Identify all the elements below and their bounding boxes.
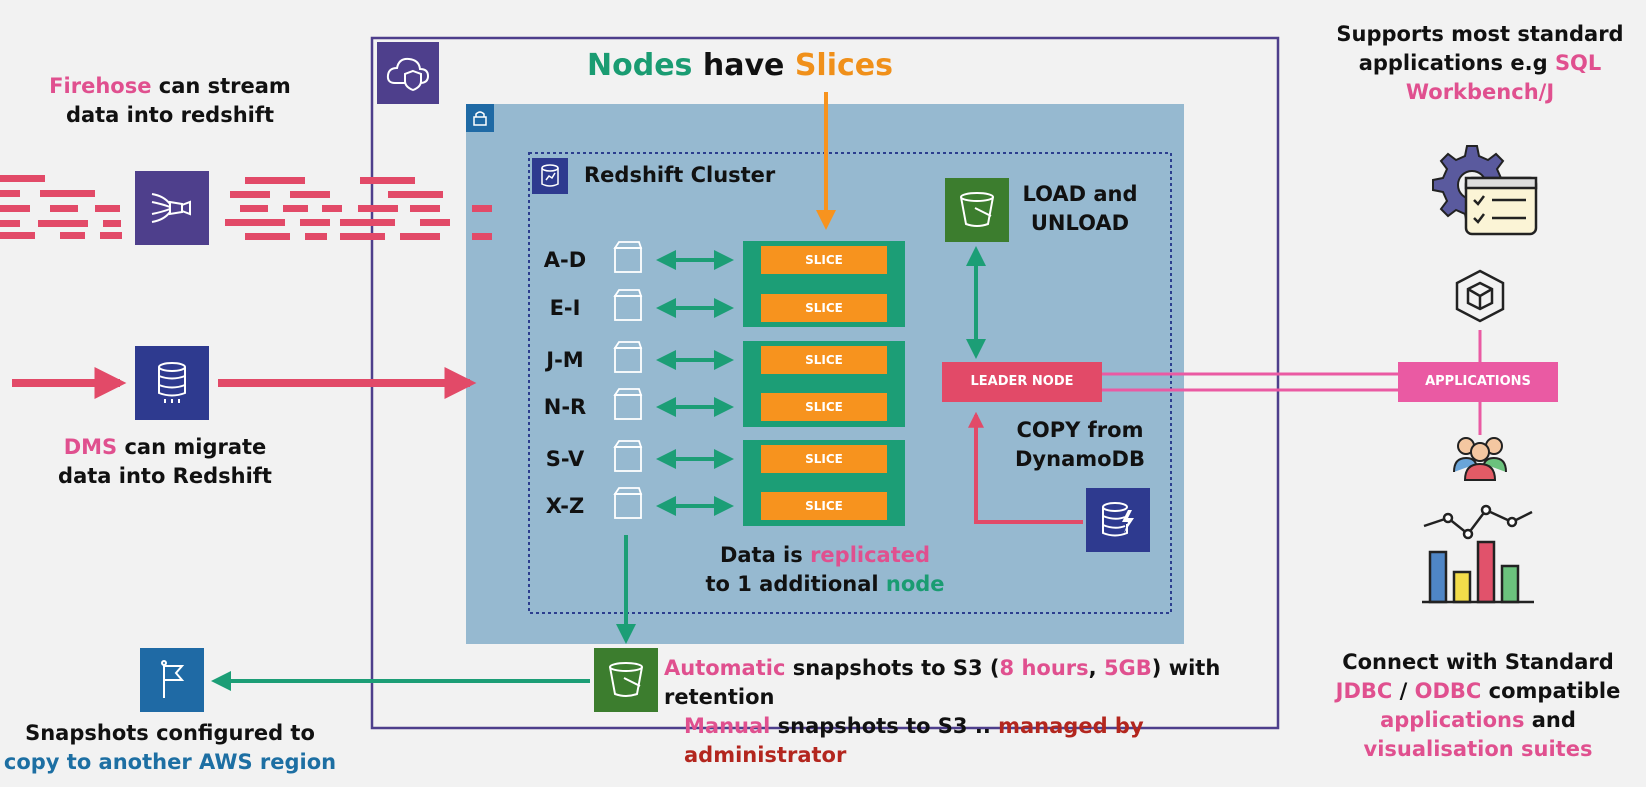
range-label: J-M xyxy=(546,348,584,372)
copy-dynamodb-label: COPY from DynamoDB xyxy=(1010,416,1150,474)
range-label: N-R xyxy=(543,395,587,419)
gear-checklist-icon xyxy=(1432,145,1538,236)
firehose-text: can stream xyxy=(151,74,291,98)
supports-sql: SQL xyxy=(1554,51,1602,75)
supports-line-2: applications e.g xyxy=(1358,51,1555,75)
range-label: A-D xyxy=(543,248,587,272)
region-flag-icon xyxy=(140,648,204,712)
snapshot-retention: ) with retention xyxy=(664,656,1221,709)
cluster-dotted-border xyxy=(528,152,1172,614)
private-subnet-lock-icon xyxy=(466,104,494,132)
connect-visualisation: visualisation suites xyxy=(1363,737,1593,761)
cluster-label: Redshift Cluster xyxy=(584,163,776,187)
firehose-stream xyxy=(0,175,492,240)
users-icon xyxy=(1453,437,1507,481)
supports-line-1: Supports most standard xyxy=(1336,22,1624,46)
replication-node: node xyxy=(885,572,945,596)
replication-text: Data is xyxy=(719,543,811,567)
dynamodb-arrow xyxy=(968,411,1083,524)
slice: SLICE xyxy=(761,445,887,473)
node-icon xyxy=(613,440,643,472)
firehose-icon xyxy=(135,171,209,245)
supports-workbench: Workbench/J xyxy=(1405,80,1555,104)
region-line-2: copy to another AWS region xyxy=(3,750,337,774)
copy-line: COPY from xyxy=(1016,418,1144,442)
snapshot-note: Automatic snapshots to S3 (8 hours, 5GB)… xyxy=(664,654,1284,770)
load-unload-label: LOAD and UNLOAD xyxy=(1015,180,1145,238)
title-slices: Slices xyxy=(794,48,893,83)
connect-applications: applications xyxy=(1380,708,1525,732)
snapshot-size: 5GB xyxy=(1103,656,1152,680)
range-label: X-Z xyxy=(545,494,585,518)
applications-box: APPLICATIONS xyxy=(1398,362,1558,402)
dms-text-2: data into Redshift xyxy=(58,464,272,488)
s3-bucket-icon xyxy=(945,178,1009,242)
node-icon xyxy=(613,341,643,373)
managed-by-admin: managed by administrator xyxy=(684,714,1144,767)
replication-keyword: replicated xyxy=(810,543,931,567)
snapshot-s3-bucket-icon xyxy=(594,648,658,712)
node-2-slices: SLICE SLICE xyxy=(743,341,905,427)
node-icon xyxy=(613,388,643,420)
load-unload-line: UNLOAD xyxy=(1030,211,1130,235)
range-label: S-V xyxy=(545,447,585,471)
region-note: Snapshots configured to copy to another … xyxy=(0,719,340,777)
dms-keyword: DMS xyxy=(63,435,118,459)
connect-note: Connect with Standard JDBC / ODBC compat… xyxy=(1318,648,1638,764)
connect-line-1: Connect with Standard xyxy=(1342,650,1614,674)
snapshot-manual-line: Manual snapshots to S3 .. managed by adm… xyxy=(664,712,1284,770)
dms-text: can migrate xyxy=(117,435,267,459)
firehose-keyword: Firehose xyxy=(49,74,152,98)
snapshot-hours: 8 hours xyxy=(999,656,1089,680)
slice: SLICE xyxy=(761,393,887,421)
dms-note: DMS can migrate data into Redshift xyxy=(30,433,300,491)
replication-note: Data is replicated to 1 additional node xyxy=(690,541,960,599)
connect-compatible: compatible xyxy=(1481,679,1621,703)
snapshot-text: snapshots to S3 ( xyxy=(785,656,1000,680)
replication-text-2: to 1 additional xyxy=(705,572,886,596)
dms-icon xyxy=(135,346,209,420)
copy-line: DynamoDB xyxy=(1015,447,1145,471)
diagram-title: Nodes have Slices xyxy=(560,48,920,83)
slice: SLICE xyxy=(761,492,887,520)
leader-node: LEADER NODE xyxy=(942,362,1102,402)
slice: SLICE xyxy=(761,346,887,374)
node-icon xyxy=(613,241,643,273)
firehose-text-2: data into redshift xyxy=(65,103,275,127)
connect-slash: / xyxy=(1392,679,1415,703)
redshift-icon xyxy=(532,158,568,194)
connect-and: and xyxy=(1524,708,1576,732)
firehose-note: Firehose can stream data into redshift xyxy=(40,72,300,130)
node-1-slices: SLICE SLICE xyxy=(743,241,905,327)
visualisation-chart-icon xyxy=(1422,504,1534,604)
snapshot-automatic-line: Automatic snapshots to S3 (8 hours, 5GB)… xyxy=(664,654,1284,712)
supports-note: Supports most standard applications e.g … xyxy=(1330,20,1630,107)
title-have: have xyxy=(692,48,795,83)
node-icon xyxy=(613,487,643,519)
node-slice-arrows xyxy=(656,250,734,516)
range-label: E-I xyxy=(549,296,581,320)
slice: SLICE xyxy=(761,294,887,322)
node-icons xyxy=(613,241,643,519)
region-line-1: Snapshots configured to xyxy=(25,721,315,745)
cube-icon xyxy=(1455,269,1505,323)
snapshot-sep: , xyxy=(1088,656,1104,680)
vpc-cloud-shield-icon xyxy=(377,42,439,104)
connect-odbc: ODBC xyxy=(1414,679,1482,703)
node-3-slices: SLICE SLICE xyxy=(743,440,905,526)
manual-keyword: Manual xyxy=(684,714,771,738)
load-unload-line: LOAD and xyxy=(1022,182,1138,206)
automatic-keyword: Automatic xyxy=(664,656,786,680)
title-nodes: Nodes xyxy=(587,48,693,83)
node-icon xyxy=(613,289,643,321)
slice: SLICE xyxy=(761,246,887,274)
manual-text: snapshots to S3 .. xyxy=(770,714,999,738)
connect-jdbc: JDBC xyxy=(1335,679,1393,703)
dynamodb-icon xyxy=(1086,488,1150,552)
